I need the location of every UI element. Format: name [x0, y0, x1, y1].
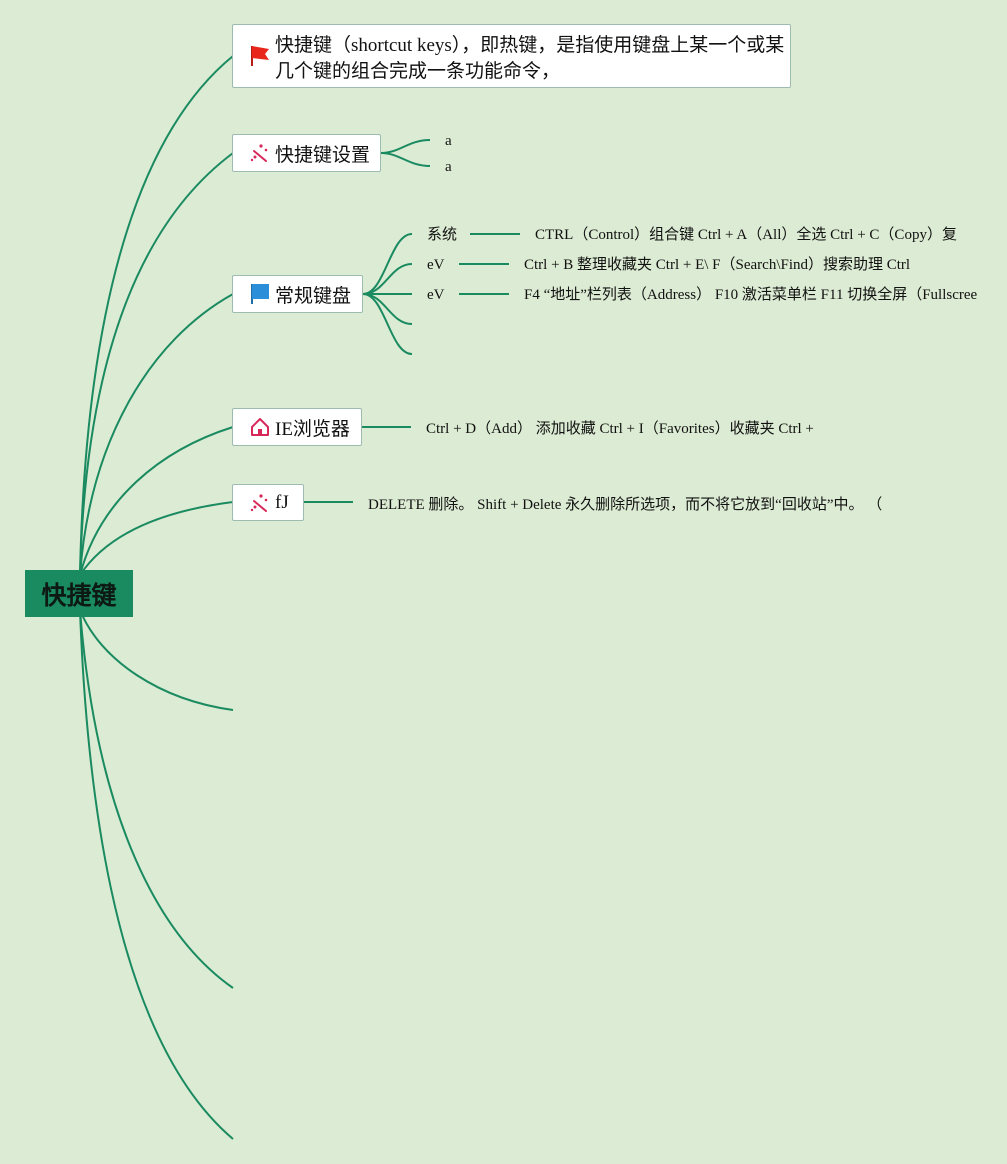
connector-keyboard-4 — [362, 293, 413, 325]
topic-ie-browser[interactable]: IE浏览器 — [232, 408, 362, 446]
root-topic-label: 快捷键 — [41, 580, 117, 610]
blue-flag-icon — [250, 283, 270, 305]
settings-child-a-2[interactable]: a — [445, 159, 452, 175]
topic-fj-label: fJ — [275, 491, 289, 513]
topic-definition[interactable]: 快捷键（shortcut keys），即热键，是指使用键盘上某一个或某 几个键的… — [232, 24, 791, 88]
home-icon — [250, 416, 270, 438]
keyboard-child-ev-1[interactable]: eV — [427, 257, 445, 273]
connector-settings-a2 — [380, 152, 431, 167]
connector-root-topic-3 — [79, 293, 234, 576]
connector-keyboard-2 — [362, 263, 413, 295]
keyboard-ev-2-detail[interactable]: F4 “地址”栏列表（Address） F10 激活菜单栏 F11 切换全屏（F… — [524, 287, 978, 303]
fj-child[interactable]: DELETE 删除。 Shift + Delete 永久删除所选项，而不将它放到… — [368, 497, 883, 513]
connector-root-topic-5 — [79, 501, 234, 576]
topic-shortcut-settings-label: 快捷键设置 — [275, 144, 371, 166]
keyboard-child-ev-2[interactable]: eV — [427, 287, 445, 303]
connector-keyboard-5 — [362, 293, 413, 355]
connector-root-topic-2 — [79, 152, 234, 576]
keyboard-child-system[interactable]: 系统 — [427, 227, 458, 243]
keyboard-system-detail[interactable]: CTRL（Control）组合键 Ctrl + A（All）全选 Ctrl + … — [535, 227, 957, 243]
root-topic[interactable]: 快捷键 — [25, 570, 133, 617]
topic-ie-browser-label: IE浏览器 — [275, 418, 350, 440]
topic-fj[interactable]: fJ — [232, 484, 304, 521]
topic-general-keyboard[interactable]: 常规键盘 — [232, 275, 363, 313]
keyboard-ev-1-detail[interactable]: Ctrl + B 整理收藏夹 Ctrl + E\ F（Search\Find）搜… — [524, 257, 911, 273]
settings-child-a-1[interactable]: a — [445, 133, 452, 149]
connector-root-empty-1 — [79, 609, 234, 711]
connector-root-topic-1 — [79, 55, 234, 576]
topic-shortcut-settings[interactable]: 快捷键设置 — [232, 134, 381, 172]
magic-wand-icon — [250, 492, 270, 514]
connector-settings-a1 — [380, 139, 431, 154]
magic-wand-icon — [250, 142, 270, 164]
connector-root-empty-3 — [79, 609, 234, 1140]
topic-definition-label: 快捷键（shortcut keys），即热键，是指使用键盘上某一个或某 几个键的… — [275, 35, 785, 82]
ie-browser-child[interactable]: Ctrl + D（Add） 添加收藏 Ctrl + I（Favorites）收藏… — [426, 421, 814, 437]
red-flag-icon — [250, 45, 270, 67]
connector-keyboard-1 — [362, 233, 413, 295]
topic-general-keyboard-label: 常规键盘 — [275, 285, 352, 307]
connector-root-topic-4 — [79, 426, 234, 576]
connector-root-empty-2 — [79, 609, 234, 989]
